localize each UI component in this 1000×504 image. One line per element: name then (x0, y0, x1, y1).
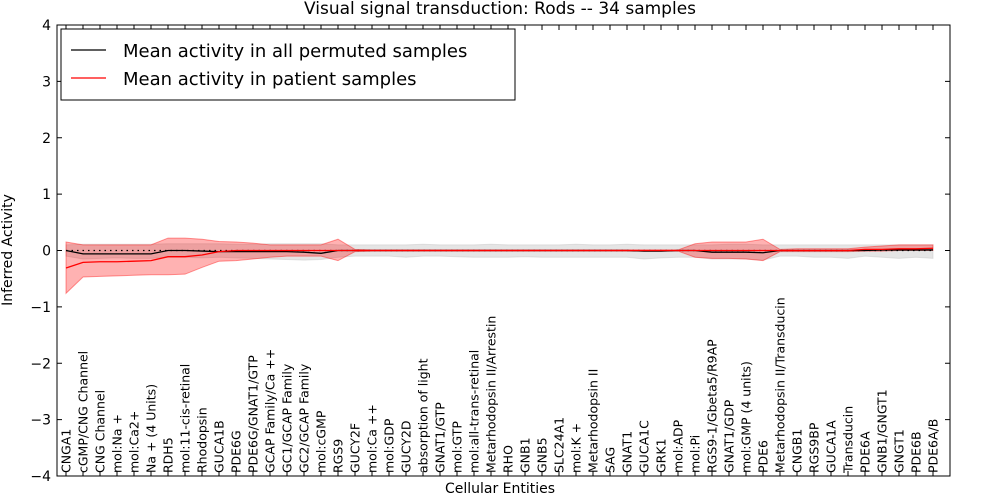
x-tick-label: GNB1 (518, 437, 533, 473)
legend: Mean activity in all permuted samples Me… (60, 28, 516, 101)
x-tick-label: CNGA1 (59, 429, 74, 473)
x-tick-label: RGS9 (331, 439, 346, 473)
x-tick-label: GNAT1 (620, 431, 635, 473)
x-tick-label: RGS9BP (807, 422, 822, 473)
x-tick-label: GCAP Family/Ca ++ (263, 349, 278, 473)
x-tick-label: GUCA1B (212, 420, 227, 473)
x-tick-label: Na + (4 Units) (144, 384, 159, 473)
bands (65, 237, 934, 295)
x-tick-label: mol:K + (569, 423, 584, 473)
x-tick-label: GNAT1/GTP (433, 402, 448, 473)
y-axis-label: Inferred Activity (0, 194, 16, 306)
y-ticks: −4 −3 −2 −1 0 1 2 3 4 (30, 18, 950, 485)
x-tick-label: mol:cGMP (314, 410, 329, 473)
x-tick-label: mol:all-trans-retinal (467, 350, 482, 473)
x-tick-label: CNGB1 (790, 429, 805, 473)
legend-box (60, 28, 516, 101)
x-tick-label: Metarhodopsin II/Transducin (773, 297, 788, 473)
x-tick-label: GUCA1A (824, 420, 839, 473)
x-tick-label: absorption of light (416, 358, 431, 473)
y-tick-label: 3 (42, 74, 51, 90)
x-tick-label: mol:ADP (671, 419, 686, 473)
x-tick-label: GC1/GCAP Family (280, 363, 295, 473)
y-tick-label: 2 (42, 131, 51, 147)
y-tick-label: 0 (42, 244, 51, 260)
x-tick-label: GUCA1C (637, 420, 652, 473)
x-tick-label: PDE6A (858, 431, 873, 473)
x-tick-label: PDE6 (756, 440, 771, 473)
x-tick-label: RHO (501, 445, 516, 473)
x-axis-label: Cellular Entities (445, 481, 555, 497)
x-tick-label: GNB1/GNGT1 (875, 389, 890, 473)
y-tick-label: 1 (42, 187, 51, 203)
x-tick-label: mol:Na + (110, 414, 125, 473)
x-tick-label: GNGT1 (892, 429, 907, 473)
x-tick-label: Metarhodopsin II/Arrestin (484, 316, 499, 473)
line-series-1 (65, 247, 934, 269)
x-tick-label: Rhodopsin (195, 407, 210, 473)
x-tick-label: GC2/GCAP Family (297, 363, 312, 473)
legend-label-patient: Mean activity in patient samples (123, 69, 417, 90)
x-tick-label: PDE6A/B (926, 419, 941, 473)
x-tick-label: mol:GMP (4 units) (739, 361, 754, 473)
x-tick-label: Transducin (841, 406, 856, 474)
x-tick-label: mol:Ca2+ (127, 411, 142, 473)
x-tick-label: mol:11-cis-retinal (178, 364, 193, 473)
x-tick-label: SAG (603, 447, 618, 473)
x-tick-label: mol:GDP (382, 418, 397, 473)
y-tick-label: −1 (30, 300, 51, 316)
x-tick-label: Metarhodopsin II (586, 369, 601, 473)
x-tick-label: mol:Pi (688, 435, 703, 473)
legend-label-permuted: Mean activity in all permuted samples (123, 41, 467, 62)
x-tick-label: GRK1 (654, 438, 669, 473)
x-tick-label: mol:Ca ++ (365, 404, 380, 473)
chart-title: Visual signal transduction: Rods -- 34 s… (304, 0, 696, 19)
x-tick-label: CNG Channel (93, 390, 108, 473)
x-tick-label: GUCY2D (399, 420, 414, 473)
x-tick-label: PDE6G (229, 430, 244, 473)
x-tick-label: GNAT1/GDP (722, 399, 737, 473)
y-tick-label: −4 (30, 469, 51, 485)
x-tick-label: PDE6G/GNAT1/GTP (246, 355, 261, 473)
y-tick-label: −3 (30, 413, 51, 429)
x-tick-label: SLC24A1 (552, 417, 567, 473)
x-tick-label: RGS9-1/Gbeta5/R9AP (705, 339, 720, 473)
x-tick-label: GUCY2F (348, 423, 363, 473)
x-tick-label: cGMP/CNG Channel (76, 351, 91, 473)
x-tick-label: GNB5 (535, 437, 550, 473)
x-tick-label: PDE6B (909, 431, 924, 473)
y-tick-label: 4 (42, 18, 51, 34)
lines (65, 247, 934, 269)
y-tick-label: −2 (30, 356, 51, 372)
x-tick-label: RDH5 (161, 437, 176, 473)
x-tick-label: mol:GTP (450, 421, 465, 473)
band-series-0 (65, 243, 934, 261)
